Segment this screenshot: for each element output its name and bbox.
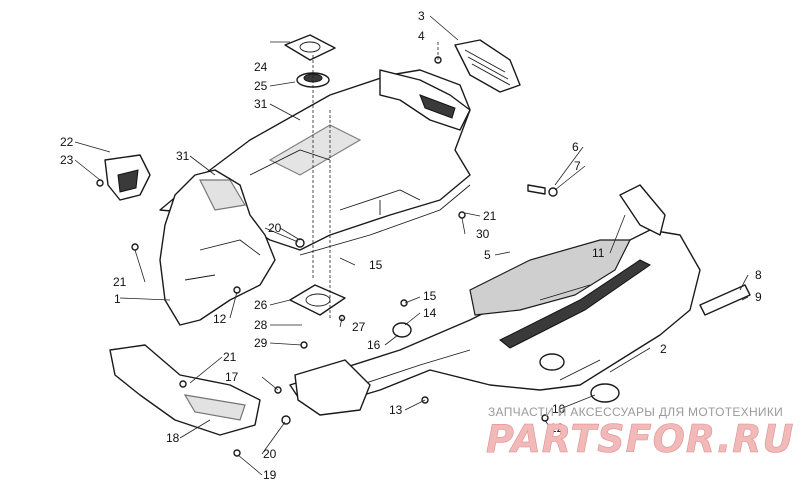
callout-8: 8 (755, 268, 762, 282)
callout-11: 11 (592, 246, 605, 260)
callout-2: 2 (660, 342, 667, 356)
callout-10: 10 (552, 402, 566, 416)
callout-28: 28 (254, 318, 268, 332)
vent-grille (454, 39, 521, 93)
callout-20a: 20 (268, 221, 282, 235)
callout-31b: 31 (176, 149, 190, 163)
watermark-logo: PARTSFOR.RU (486, 417, 794, 461)
callout-16: 16 (367, 338, 381, 352)
callout-14: 14 (423, 306, 437, 320)
callout-15a: 15 (369, 258, 383, 272)
callout-30: 30 (476, 227, 490, 241)
callout-12a: 12 (213, 312, 227, 326)
upper-bracket (379, 69, 471, 131)
callout-4: 4 (418, 29, 425, 43)
callout-19: 19 (263, 468, 277, 482)
callout-27: 27 (352, 320, 366, 334)
callout-31a: 31 (254, 97, 268, 111)
lower-plate (289, 284, 346, 316)
leader-lines (74, 15, 749, 476)
gasket-plate (284, 34, 336, 61)
callout-12b: 12 (550, 421, 564, 435)
callout-21b: 21 (483, 209, 497, 223)
decal-strip (699, 284, 751, 316)
callout-5: 5 (484, 248, 491, 262)
callout-29: 29 (254, 336, 268, 350)
callout-23: 23 (60, 153, 74, 167)
callout-1: 1 (114, 292, 121, 306)
callout-25: 25 (254, 79, 268, 93)
callout-20b: 20 (263, 447, 277, 461)
callout-24: 24 (254, 60, 268, 74)
heat-shield-pad (469, 239, 631, 316)
callout-17: 17 (225, 370, 239, 384)
front-bracket (294, 359, 371, 416)
callout-13: 13 (389, 403, 403, 417)
callout-labels: 1 2 3 4 5 6 7 8 9 10 11 12 12 13 14 15 1… (60, 9, 762, 482)
boot-cover (104, 154, 151, 201)
callout-21c: 21 (223, 350, 237, 364)
callout-3: 3 (418, 9, 425, 23)
callout-7: 7 (574, 159, 581, 173)
callout-21a: 21 (113, 275, 127, 289)
callout-15b: 15 (423, 289, 437, 303)
callout-26: 26 (254, 298, 268, 312)
callout-6: 6 (572, 140, 579, 154)
callout-18: 18 (166, 431, 180, 445)
side-strip (619, 184, 666, 236)
front-bumper (109, 344, 261, 436)
watermark-tagline: ЗАПЧАСТИ И АКСЕССУАРЫ ДЛЯ МОТОТЕХНИКИ (488, 405, 783, 419)
callout-9: 9 (755, 290, 762, 304)
callout-22: 22 (60, 135, 74, 149)
left-side-panel (159, 169, 276, 326)
watermark: ЗАПЧАСТИ И АКСЕССУАРЫ ДЛЯ МОТОТЕХНИКИ PA… (486, 405, 794, 461)
plug (590, 383, 620, 403)
bolt-washer (527, 184, 558, 197)
hose-clamp (392, 322, 412, 338)
